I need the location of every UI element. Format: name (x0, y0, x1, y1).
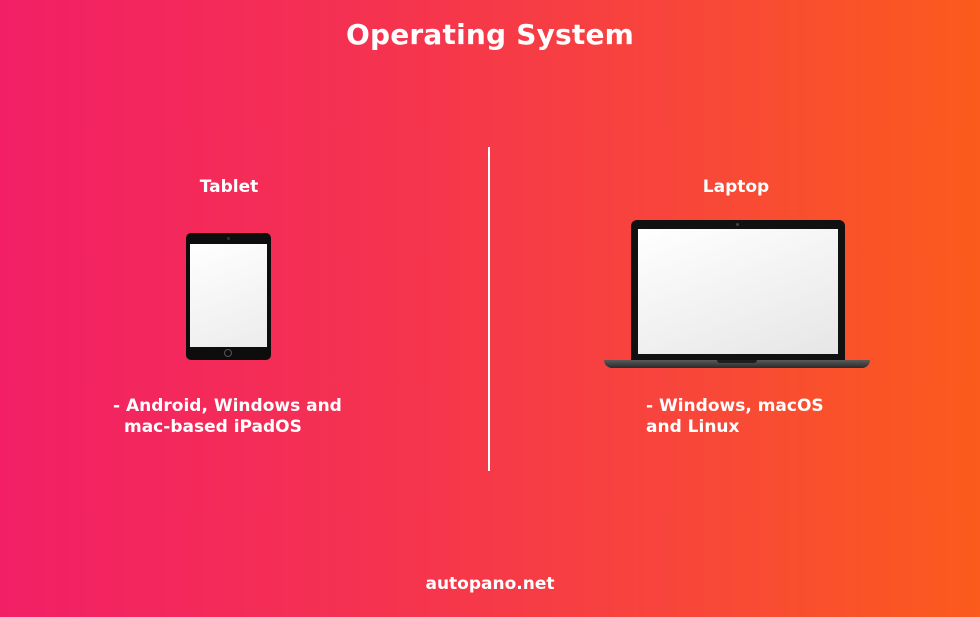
laptop-lid (631, 220, 845, 361)
laptop-icon (604, 220, 870, 370)
tablet-home-button (224, 349, 232, 357)
tablet-screen (190, 244, 267, 347)
tablet-camera (227, 237, 230, 240)
tablet-heading: Tablet (199, 177, 259, 197)
tablet-description-line2: mac-based iPadOS (124, 417, 302, 437)
laptop-base (604, 360, 870, 368)
footer-site-name: autopano.net (425, 574, 555, 594)
tablet-description: - Android, Windows and mac-based iPadOS (113, 396, 363, 438)
tablet-description-line1: - Android, Windows and (113, 396, 342, 416)
laptop-heading: Laptop (702, 177, 770, 197)
laptop-description: - Windows, macOS and Linux (646, 396, 866, 438)
laptop-screen (638, 229, 838, 354)
column-divider (488, 147, 490, 471)
tablet-icon (186, 233, 271, 360)
laptop-description-line2: and Linux (646, 417, 740, 437)
laptop-camera (736, 223, 739, 226)
page-title: Operating System (345, 18, 635, 51)
laptop-description-line1: - Windows, macOS (646, 396, 824, 416)
laptop-notch (717, 360, 757, 363)
